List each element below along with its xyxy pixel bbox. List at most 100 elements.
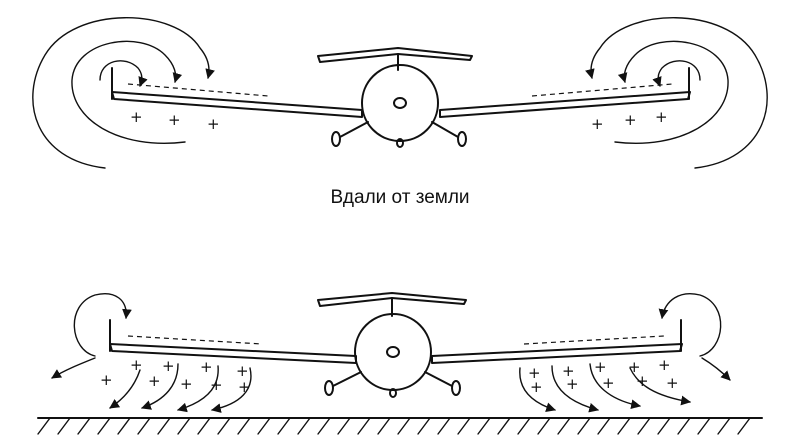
left-gear-strut bbox=[339, 121, 369, 138]
plus-sign: + bbox=[658, 356, 671, 374]
plus-sign: + bbox=[636, 372, 649, 390]
hatch-stroke bbox=[657, 417, 671, 435]
hatch-stroke bbox=[637, 417, 651, 435]
fuselage bbox=[361, 64, 439, 142]
right-gear-strut bbox=[431, 121, 459, 138]
hatch-stroke bbox=[437, 417, 451, 435]
left-outflow-arrow bbox=[51, 357, 96, 379]
plus-sign: + bbox=[528, 364, 541, 382]
left-wheel bbox=[331, 131, 341, 147]
hatch-stroke bbox=[337, 417, 351, 435]
right-outflow-arrow bbox=[629, 367, 691, 406]
plus-sign: + bbox=[594, 358, 607, 376]
tail-stabilizer bbox=[317, 47, 473, 63]
hatch-stroke bbox=[457, 417, 471, 435]
hatch-stroke bbox=[697, 417, 711, 435]
hatch-stroke bbox=[97, 417, 111, 435]
plus-sign: + bbox=[180, 375, 193, 393]
hatch-stroke bbox=[137, 417, 151, 435]
left-gear-strut bbox=[332, 371, 362, 387]
plus-sign: + bbox=[200, 358, 213, 376]
plus-sign: + bbox=[238, 378, 251, 396]
left-outflow-arrow bbox=[141, 363, 179, 410]
hatch-stroke bbox=[597, 417, 611, 435]
plus-sign: + bbox=[236, 362, 249, 380]
right-outflow-arrow bbox=[589, 363, 641, 410]
hatch-stroke bbox=[157, 417, 171, 435]
right-vortex-outer bbox=[585, 17, 768, 169]
caption-away-from-ground: Вдали от земли bbox=[330, 187, 470, 208]
hatch-stroke bbox=[617, 417, 631, 435]
plus-sign: + bbox=[566, 375, 579, 393]
plus-sign: + bbox=[207, 115, 220, 133]
hatch-stroke bbox=[397, 417, 411, 435]
hatch-stroke bbox=[677, 417, 691, 435]
hatch-stroke bbox=[377, 417, 391, 435]
right-outflow-arrow bbox=[701, 357, 731, 381]
left-wing bbox=[109, 343, 357, 364]
left-outflow-arrow bbox=[211, 367, 252, 413]
left-vortex-outer bbox=[32, 17, 215, 169]
right-outflow-arrow bbox=[551, 365, 599, 413]
hatch-stroke bbox=[37, 417, 51, 435]
left-outflow-arrow bbox=[177, 365, 219, 413]
hatch-stroke bbox=[557, 417, 571, 435]
hatch-stroke bbox=[737, 417, 751, 435]
right-vortex-middle bbox=[614, 40, 729, 144]
left-outflow-arrow bbox=[109, 369, 141, 409]
right-low-pressure-line bbox=[523, 335, 665, 345]
plus-sign: + bbox=[210, 376, 223, 394]
hatch-stroke bbox=[277, 417, 291, 435]
plus-sign: + bbox=[655, 108, 668, 126]
right-gear-strut bbox=[424, 371, 453, 387]
hatch-stroke bbox=[177, 417, 191, 435]
right-wheel bbox=[457, 131, 467, 147]
plus-sign: + bbox=[628, 358, 641, 376]
left-vortex-inner bbox=[99, 60, 148, 87]
plus-sign: + bbox=[130, 108, 143, 126]
tail-stabilizer bbox=[317, 292, 467, 307]
left-low-pressure-line bbox=[127, 83, 269, 97]
right-low-pressure-line bbox=[531, 83, 673, 97]
plus-sign: + bbox=[591, 115, 604, 133]
plus-sign: + bbox=[162, 357, 175, 375]
right-wheel bbox=[451, 380, 461, 396]
hatch-stroke bbox=[217, 417, 231, 435]
hatch-stroke bbox=[537, 417, 551, 435]
hatch-stroke bbox=[417, 417, 431, 435]
plus-sign: + bbox=[666, 374, 679, 392]
plus-sign: + bbox=[562, 362, 575, 380]
fuselage-center bbox=[386, 346, 400, 358]
right-wing bbox=[431, 343, 683, 364]
hatch-stroke bbox=[117, 417, 131, 435]
ground-hatching bbox=[37, 417, 751, 435]
plus-sign: + bbox=[530, 378, 543, 396]
hatch-stroke bbox=[57, 417, 71, 435]
hatch-stroke bbox=[257, 417, 271, 435]
left-wheel bbox=[324, 380, 334, 396]
plus-sign: + bbox=[130, 356, 143, 374]
left-low-pressure-line bbox=[127, 335, 263, 345]
plus-sign: + bbox=[624, 111, 637, 129]
fuselage bbox=[354, 313, 432, 391]
hatch-stroke bbox=[197, 417, 211, 435]
hatch-stroke bbox=[717, 417, 731, 435]
left-vortex-loop bbox=[73, 293, 132, 357]
hatch-stroke bbox=[357, 417, 371, 435]
left-wing bbox=[111, 91, 363, 118]
aircraft-away-from-ground: + + + + + + bbox=[32, 17, 768, 169]
right-wing bbox=[439, 91, 691, 118]
hatch-stroke bbox=[477, 417, 491, 435]
plus-sign: + bbox=[168, 111, 181, 129]
hatch-stroke bbox=[317, 417, 331, 435]
hatch-stroke bbox=[237, 417, 251, 435]
fuselage-center bbox=[393, 97, 407, 109]
nose-wheel bbox=[396, 138, 404, 148]
plus-sign: + bbox=[148, 372, 161, 390]
plus-sign: + bbox=[602, 374, 615, 392]
nose-wheel bbox=[389, 388, 397, 398]
plus-sign: + bbox=[100, 371, 113, 389]
left-vortex-middle bbox=[71, 40, 186, 144]
hatch-stroke bbox=[77, 417, 91, 435]
